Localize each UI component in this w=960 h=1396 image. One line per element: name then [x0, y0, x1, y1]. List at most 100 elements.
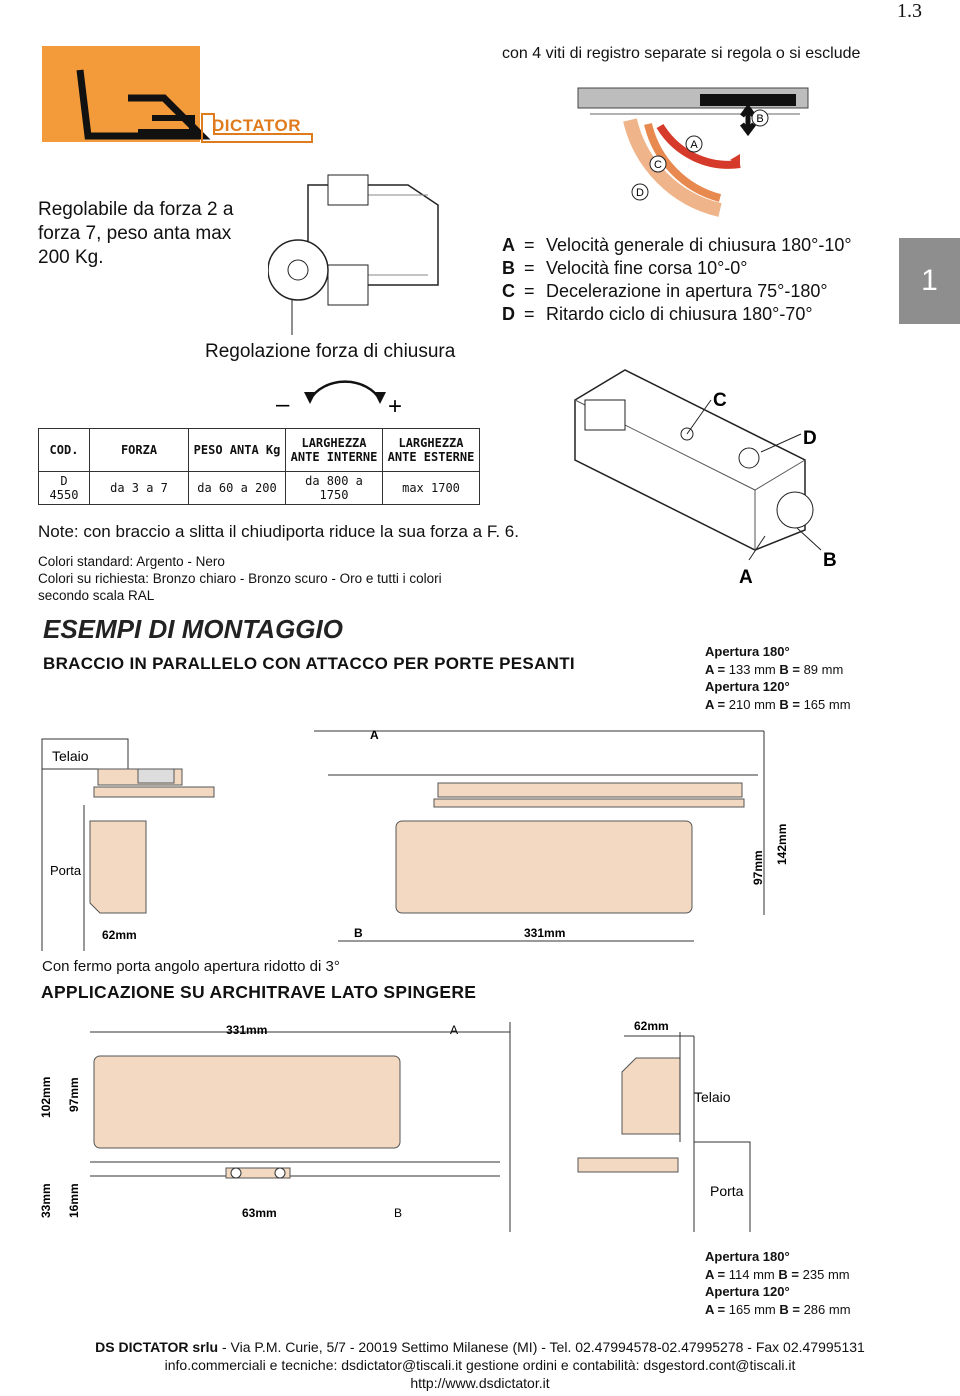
heading-applic: APPLICAZIONE SU ARCHITRAVE LATO SPINGERE — [41, 982, 477, 1002]
dims-unit: mm — [754, 1301, 776, 1317]
valve-label-d: D — [636, 187, 644, 199]
minus-sign: – — [276, 391, 290, 418]
intro-text: Regolabile da forza 2 a forza 7, peso an… — [38, 199, 234, 268]
d1-porta: Porta — [50, 863, 82, 878]
table-header-row: COD. FORZA PESO ANTA Kg LARGHEZZA ANTE I… — [38, 428, 480, 472]
col-forza: FORZA — [89, 428, 189, 472]
legend-row-b: B=Velocità fine corsa 10°-0° — [502, 258, 748, 278]
fermo-text: Con fermo porta angolo apertura ridotto … — [42, 958, 340, 975]
dims-unit: mm — [827, 1266, 850, 1282]
legend-key: B — [502, 258, 515, 278]
closer-label-a: A — [739, 567, 753, 588]
closer-body-sketch — [268, 174, 439, 335]
legend-key: C — [502, 281, 515, 301]
page-number: 1.3 — [897, 0, 922, 22]
transom-drawing: 331mm A 102mm 97mm 33mm 16mm 63mm B 62mm… — [39, 1019, 751, 1232]
d2-a: A — [450, 1023, 458, 1037]
dims-unit: mm — [828, 696, 851, 712]
d2-w331: 331mm — [226, 1023, 267, 1037]
parallel-arm-drawing: Telaio Porta 62mm A B 331mm 97mm 142mm — [41, 728, 789, 951]
dims-top-a120-label: Apertura 120° — [705, 679, 790, 694]
footer-emails[interactable]: info.commerciali e tecniche: dsdictator@… — [164, 1357, 796, 1373]
dims-unit: mm — [753, 1266, 775, 1282]
legend-key: A — [502, 235, 515, 255]
dims-top-a180-label: Apertura 180° — [705, 644, 790, 659]
d2-h33: 33mm — [39, 1183, 53, 1218]
d1-a: A — [370, 728, 379, 742]
d1-b: B — [354, 926, 363, 940]
dims-unit: mm — [828, 1301, 851, 1317]
d1-h142: 142mm — [775, 824, 789, 865]
col-larg-esterne: LARGHEZZA ANTE ESTERNE — [382, 428, 480, 472]
ds-dictator-logo — [42, 46, 314, 150]
colors-request: Colori su richiesta: Bronzo chiaro - Bro… — [38, 571, 442, 586]
dims-unit: mm — [821, 661, 844, 677]
dims-bottom-a120-a: 165 — [728, 1301, 751, 1317]
dims-top-a120-a: 210 — [728, 696, 751, 712]
dims-bottom-a180-b: 235 — [802, 1266, 825, 1282]
dims-unit: mm — [754, 661, 776, 677]
dims-bottom-a180-label: Apertura 180° — [705, 1249, 790, 1264]
d2-telaio: Telaio — [694, 1089, 731, 1105]
d1-telaio: Telaio — [52, 748, 89, 764]
table-row: D 4550 da 3 a 7 da 60 a 200 da 800 a 175… — [38, 471, 480, 505]
dims-bottom-a180-a: 114 — [728, 1266, 750, 1282]
closer-label-d: D — [803, 428, 817, 449]
valve-caption: con 4 viti di registro separate si regol… — [502, 45, 861, 62]
col-peso: PESO ANTA Kg — [188, 428, 286, 472]
d2-h16: 16mm — [67, 1183, 81, 1218]
valve-label-b: B — [756, 113, 763, 125]
valve-label-c: C — [654, 159, 662, 171]
logo-mark-icon — [76, 69, 313, 143]
d2-porta: Porta — [710, 1183, 744, 1199]
footer-address: - Via P.M. Curie, 5/7 - 20019 Settimo Mi… — [218, 1339, 865, 1355]
colors-standard: Colori standard: Argento - Nero — [38, 554, 225, 569]
d2-b: B — [394, 1206, 402, 1220]
colors-info: Colori standard: Argento - Nero Colori s… — [38, 553, 442, 604]
cell-forza: da 3 a 7 — [89, 471, 189, 505]
spec-table: COD. FORZA PESO ANTA Kg LARGHEZZA ANTE I… — [38, 428, 480, 505]
dims-bottom-a120-b: 286 — [803, 1301, 826, 1317]
footer-website[interactable]: http://www.dsdictator.it — [410, 1375, 550, 1391]
valve-legend: A=Velocità generale di chiusura 180°-10°… — [502, 234, 852, 326]
heading-esempi: ESEMPI DI MONTAGGIO — [43, 614, 343, 644]
regulation-arrow-icon: – + — [276, 380, 402, 418]
legend-text: Velocità fine corsa 10°-0° — [546, 258, 748, 278]
d1-h97: 97mm — [751, 850, 765, 885]
dims-top-a180-b: 89 — [803, 661, 819, 677]
force-note: Note: con braccio a slitta il chiudiport… — [38, 522, 519, 541]
cell-larg-interne: da 800 a 1750 — [285, 471, 383, 505]
d2-h97: 97mm — [67, 1077, 81, 1112]
valve-speed-diagram: A B C D — [577, 87, 809, 217]
dims-bottom-a120-label: Apertura 120° — [705, 1284, 790, 1299]
d2-w63: 63mm — [242, 1206, 277, 1220]
legend-row-c: C=Decelerazione in apertura 75°-180° — [502, 281, 828, 301]
section-tab: 1 — [899, 238, 960, 324]
logo-orange-block — [42, 46, 200, 142]
col-cod: COD. — [38, 428, 90, 472]
dims-unit: mm — [754, 696, 776, 712]
cell-larg-esterne: max 1700 — [382, 471, 480, 505]
cell-peso: da 60 a 200 — [188, 471, 286, 505]
legend-key: D — [502, 304, 515, 324]
legend-row-d: D=Ritardo ciclo di chiusura 180°-70° — [502, 304, 813, 324]
legend-text: Decelerazione in apertura 75°-180° — [546, 281, 828, 301]
plus-sign: + — [388, 393, 402, 418]
d1-w331: 331mm — [524, 926, 565, 940]
closer-label-b: B — [823, 550, 837, 571]
legend-text: Velocità generale di chiusura 180°-10° — [546, 235, 852, 255]
closer-isometric-sketch: C D A B — [574, 369, 837, 588]
dims-top: Apertura 180° A = 133 mm B = 89 mm Apert… — [705, 644, 851, 712]
legend-row-a: A=Velocità generale di chiusura 180°-10° — [502, 235, 852, 255]
d1-w62: 62mm — [102, 928, 137, 942]
colors-scale: secondo scala RAL — [38, 588, 155, 603]
dims-top-a120-b: 165 — [803, 696, 826, 712]
logo-wordmark: DICTATOR — [212, 116, 301, 135]
footer: DS DICTATOR srlu - Via P.M. Curie, 5/7 -… — [0, 1338, 960, 1392]
regulation-label: Regolazione forza di chiusura — [205, 341, 456, 362]
cell-cod: D 4550 — [38, 471, 90, 505]
dims-bottom: Apertura 180° A = 114 mm B = 235 mm Aper… — [705, 1249, 851, 1317]
d2-w62: 62mm — [634, 1019, 669, 1033]
footer-company: DS DICTATOR srlu — [95, 1339, 219, 1355]
dims-top-a180-a: 133 — [728, 661, 751, 677]
